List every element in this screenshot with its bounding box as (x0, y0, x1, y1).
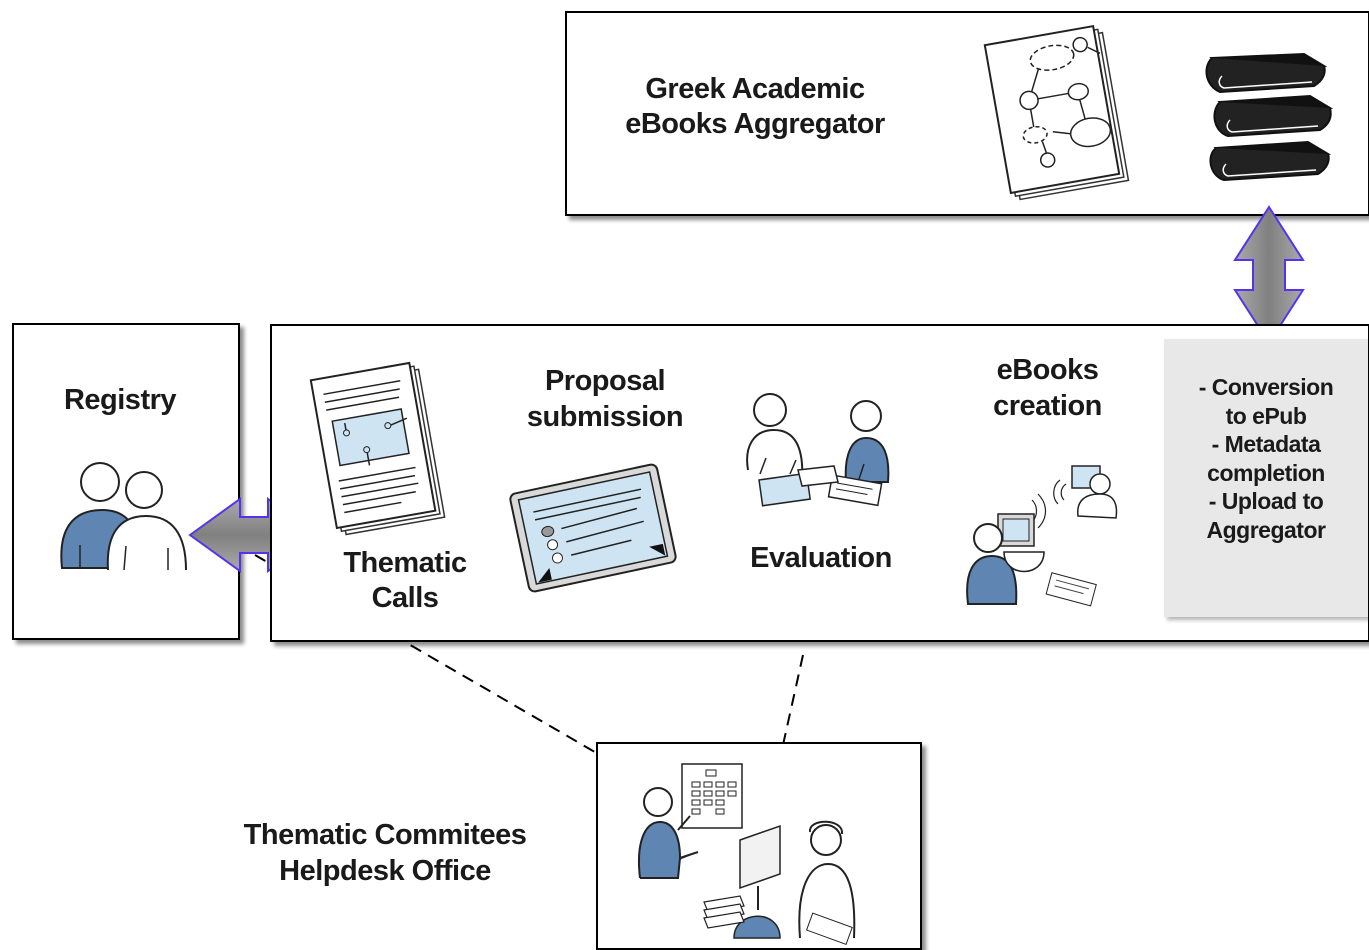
ebooks-line1: eBooks (996, 354, 1099, 386)
process-helpdesk-dashed-line (782, 654, 804, 746)
aggregator-title-line1: Greek Academic (645, 73, 865, 105)
aggregator-title: Greek Academic eBooks Aggregator (600, 72, 910, 142)
helpdesk-line2: Helpdesk Office (279, 854, 491, 887)
evaluation-people-icon (746, 393, 890, 507)
thematic-calls-line1: Thematic (343, 547, 467, 579)
registry-box (12, 323, 240, 640)
thematic-calls-document-icon (309, 361, 446, 536)
tablet-form-icon (509, 463, 677, 593)
proposal-line1: Proposal (544, 365, 666, 397)
ebooks-line2: creation (993, 389, 1102, 422)
registry-label: Registry (63, 384, 177, 416)
step-upload: - Upload to (1208, 488, 1324, 515)
books-stack-icon (1205, 52, 1334, 182)
thematic-calls-label: Thematic Calls (320, 546, 490, 617)
two-people-icon (60, 462, 187, 571)
steps-list: - Conversion to ePub - Metadata completi… (1164, 373, 1368, 544)
evaluation-label: Evaluation (750, 542, 892, 574)
helpdesk-label: Thematic Commitees Helpdesk Office (190, 818, 580, 890)
aggregator-title-line2: eBooks Aggregator (625, 107, 885, 140)
ebooks-creation-people-icon (966, 465, 1118, 607)
steps-panel (1164, 339, 1368, 617)
step-conversion: - Conversion (1198, 374, 1334, 400)
step-upload-cont: Aggregator (1206, 516, 1326, 543)
concept-map-document-icon (983, 24, 1130, 201)
ebooks-creation-label: eBooks creation (960, 353, 1135, 425)
proposal-line2: submission (526, 400, 684, 433)
proposal-submission-label: Proposal submission (510, 364, 700, 436)
step-metadata-cont: completion (1207, 459, 1325, 486)
step-conversion-cont: to ePub (1225, 402, 1307, 429)
thematic-calls-line2: Calls (371, 582, 439, 615)
step-metadata: - Metadata (1211, 431, 1321, 458)
helpdesk-line1: Thematic Commitees (243, 819, 527, 851)
helpdesk-office-icon (638, 763, 856, 945)
